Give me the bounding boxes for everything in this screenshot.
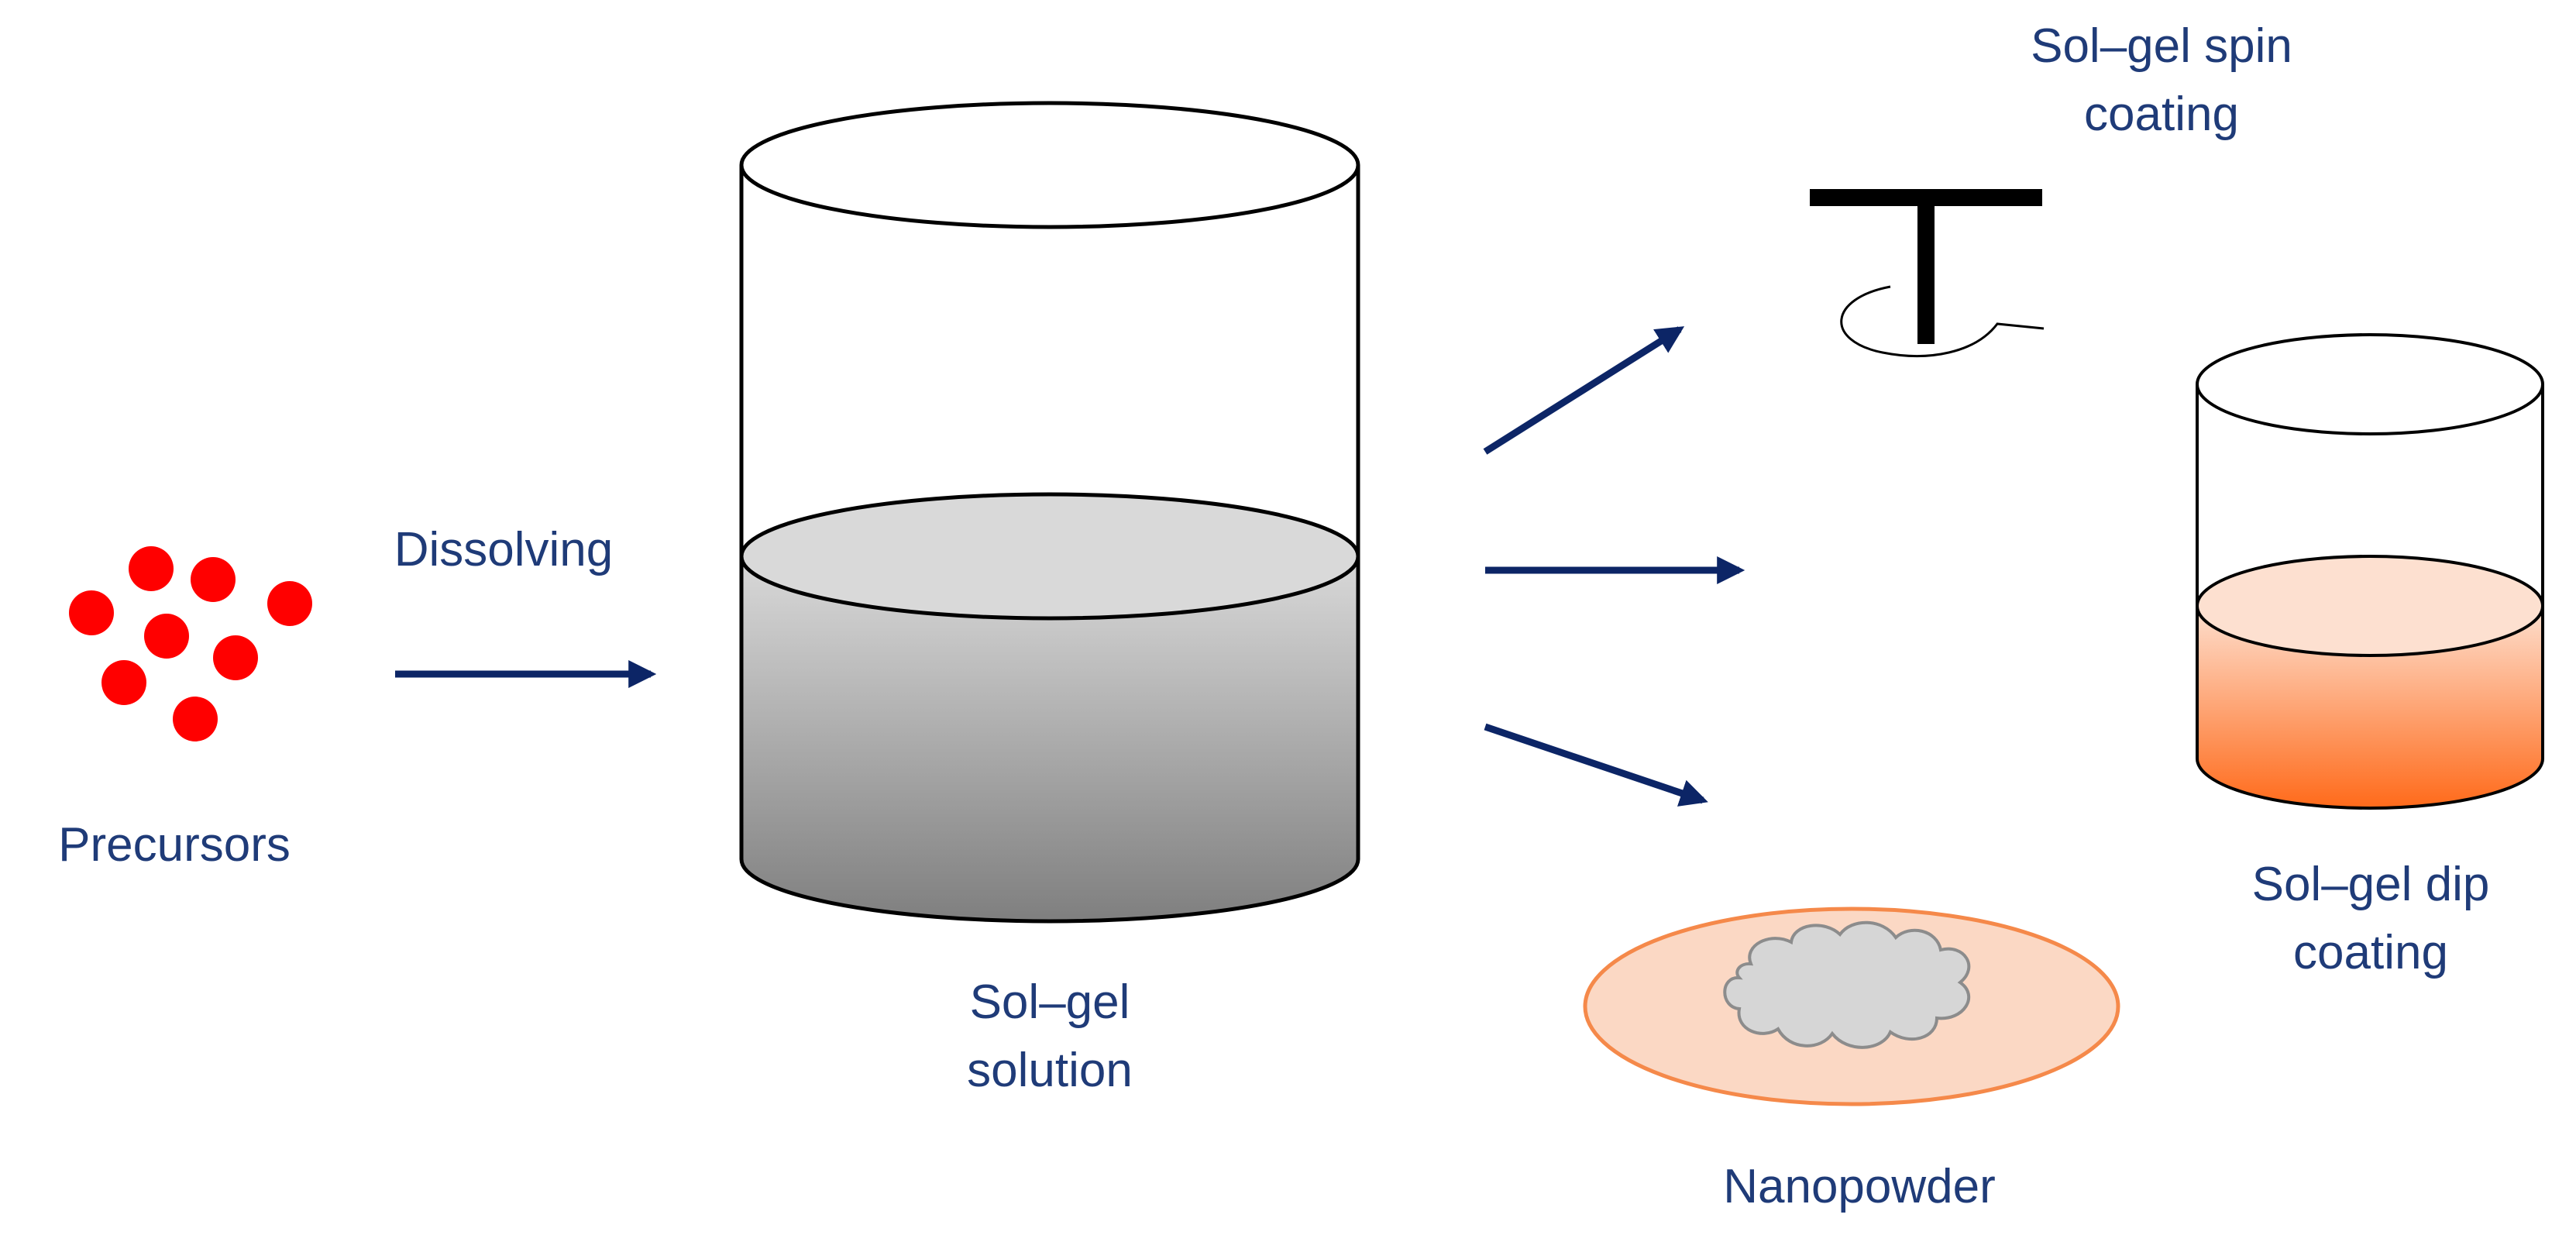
dip-liquid <box>2197 606 2543 808</box>
arrow-to-spin-coating <box>1483 326 1685 455</box>
solgel-solution-line1: Sol–gel <box>969 975 1130 1029</box>
solution-surface <box>739 492 1360 621</box>
solution-beaker <box>739 101 1360 924</box>
beaker-outline <box>739 165 1360 924</box>
petri-dish <box>1583 907 2120 1106</box>
beaker-rim <box>739 101 1360 229</box>
rotation-arrow-icon <box>1840 285 2045 357</box>
spin-coating-line2: coating <box>2084 88 2239 141</box>
dip-coating-beaker <box>2196 333 2544 810</box>
solgel-solution-label: Sol–gel solution <box>895 968 1205 1105</box>
solution-liquid <box>741 556 1358 921</box>
dip-coating-label: Sol–gel dip coating <box>2169 851 2572 987</box>
nanopowder-label: Nanopowder <box>1723 1160 1996 1213</box>
spin-coating-line1: Sol–gel spin <box>2031 19 2292 73</box>
solgel-solution-line2: solution <box>967 1044 1133 1097</box>
spin-coater-icon <box>1810 189 2045 357</box>
precursor-dot <box>101 660 146 705</box>
nanopowder-cloud <box>1723 920 1971 1049</box>
dip-beaker-outline <box>2196 384 2544 810</box>
spin-coating-label: Sol–gel spin coating <box>1937 12 2386 149</box>
precursors-label: Precursors <box>58 818 291 872</box>
arrow-to-nanopowder <box>1484 723 1708 807</box>
dip-coating-line2: coating <box>2293 926 2448 979</box>
precursor-dot <box>129 546 174 591</box>
precursor-dot <box>213 635 258 680</box>
dip-coating-line1: Sol–gel dip <box>2251 858 2490 911</box>
dip-surface <box>2196 555 2544 657</box>
precursor-dot <box>267 581 312 626</box>
precursor-dot <box>144 614 189 659</box>
dissolving-label: Dissolving <box>394 523 614 576</box>
dip-beaker-rim <box>2196 333 2544 435</box>
precursor-dot <box>173 697 218 741</box>
precursor-dot <box>69 590 114 635</box>
precursor-dots <box>69 546 312 741</box>
precursor-dot <box>191 557 236 602</box>
